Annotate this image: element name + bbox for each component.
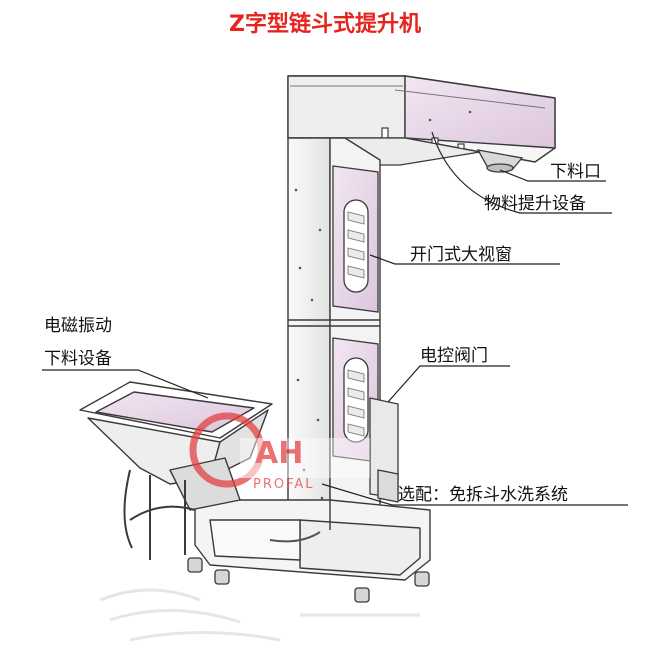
discharge-spout [476, 149, 524, 173]
top-head-housing [287, 75, 556, 163]
caster-wheels [187, 557, 430, 603]
label-vibrator-line1: 电磁振动 [44, 316, 112, 336]
label-option-wash-system: 选配：免拆斗水洗系统 [398, 485, 568, 505]
watermark-logo: AH PROFAL [189, 412, 370, 492]
page-title: Z字型链斗式提升机 [229, 11, 421, 37]
label-large-window: 开门式大视窗 [410, 245, 512, 265]
label-discharge-port: 下料口 [550, 162, 601, 182]
label-electric-valve: 电控阀门 [420, 346, 488, 366]
watermark-text: PROFAL [253, 477, 315, 492]
base-housing [194, 499, 431, 581]
label-vibrator-line2: 下料设备 [44, 349, 112, 369]
upper-window-panel [332, 165, 379, 313]
column-bolts [294, 110, 472, 500]
watermark-mark: AH [255, 436, 303, 471]
floor-reflection [99, 588, 420, 642]
valve-box [369, 397, 399, 503]
leader-lines [42, 131, 628, 506]
lower-window-panel [332, 337, 379, 463]
power-cable [269, 531, 321, 543]
label-lifting-equipment: 物料提升设备 [484, 194, 586, 214]
hopper-stand [123, 469, 196, 560]
